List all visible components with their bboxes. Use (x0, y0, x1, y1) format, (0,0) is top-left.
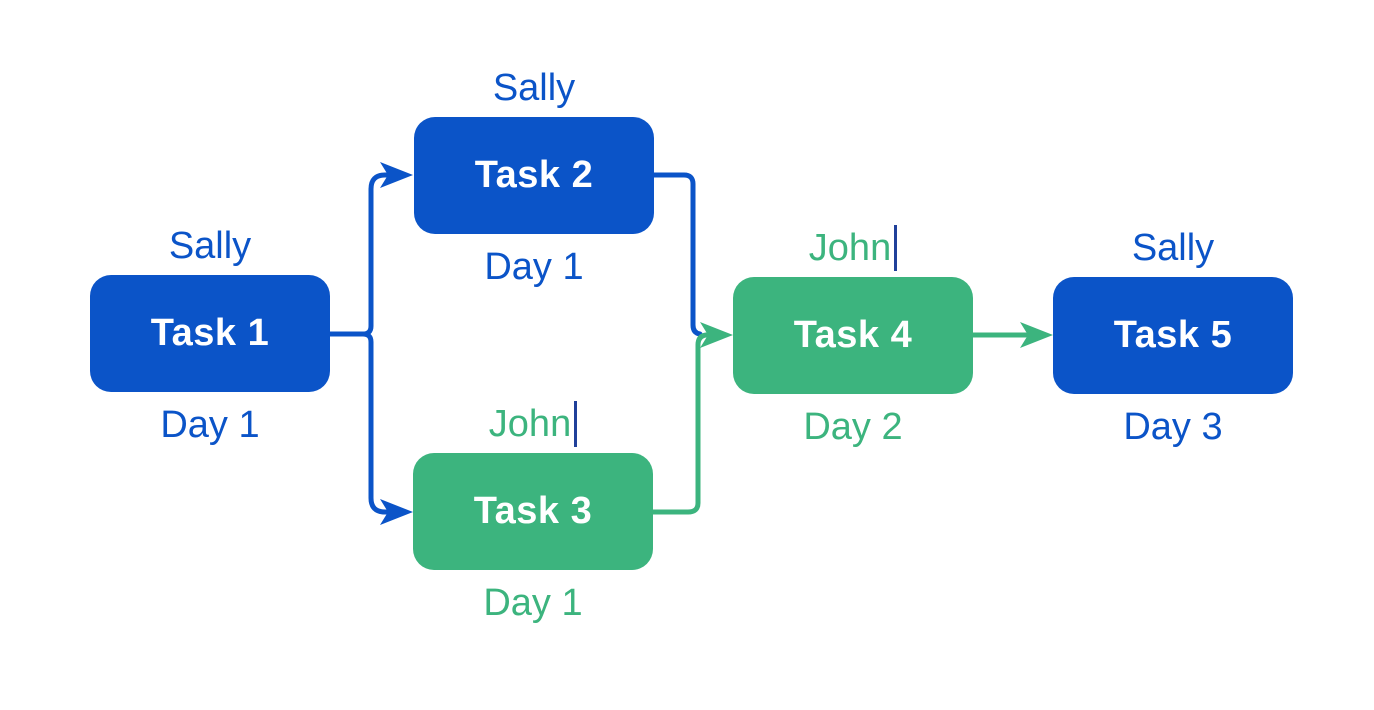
assignee-text: Sally (492, 66, 576, 109)
task2-duration-label[interactable]: Day 1 (374, 244, 694, 290)
assignee-text: John (488, 402, 572, 445)
task2-assignee-label[interactable]: Sally (374, 65, 694, 111)
arrowhead-task4 (700, 322, 733, 348)
task1-node: Sally Task 1 Day 1 (90, 225, 330, 446)
task4-box[interactable]: Task 4 (733, 277, 973, 394)
task4-node: John Task 4 Day 2 (733, 225, 973, 448)
task2-box[interactable]: Task 2 (414, 117, 654, 234)
task4-duration-label[interactable]: Day 2 (693, 404, 1013, 450)
task3-duration-label[interactable]: Day 1 (373, 580, 693, 626)
text-cursor-caret (894, 225, 898, 271)
duration-text: Day 2 (803, 405, 903, 448)
task1-duration-label[interactable]: Day 1 (50, 402, 370, 448)
duration-text: Day 1 (484, 245, 584, 288)
task5-duration-label[interactable]: Day 3 (1013, 404, 1333, 450)
task5-box[interactable]: Task 5 (1053, 277, 1293, 394)
task1-assignee-label[interactable]: Sally (50, 223, 370, 269)
arrowhead-task5 (1020, 322, 1053, 348)
task2-node: Sally Task 2 Day 1 (414, 67, 654, 288)
task-title: Task 5 (1113, 314, 1233, 356)
task3-assignee-label[interactable]: John (373, 401, 693, 447)
duration-text: Day 1 (160, 403, 260, 446)
arrowhead-task3 (380, 499, 413, 525)
edge-task2-task4[interactable] (651, 172, 703, 337)
assignee-text: Sally (1131, 226, 1215, 269)
task5-assignee-label[interactable]: Sally (1013, 225, 1333, 271)
edge-task1-task3[interactable] (327, 331, 392, 515)
arrowhead-task2 (380, 162, 413, 188)
text-cursor-caret (574, 401, 578, 447)
duration-text: Day 1 (483, 581, 583, 624)
task4-assignee-label[interactable]: John (693, 225, 1013, 271)
task1-box[interactable]: Task 1 (90, 275, 330, 392)
task-title: Task 4 (793, 314, 913, 356)
task-title: Task 3 (473, 490, 593, 532)
task-title: Task 2 (474, 154, 594, 196)
assignee-text: John (808, 226, 892, 269)
task-title: Task 1 (150, 312, 270, 354)
edge-task3-task4[interactable] (650, 332, 711, 515)
duration-text: Day 3 (1123, 405, 1223, 448)
task5-node: Sally Task 5 Day 3 (1053, 227, 1293, 448)
assignee-text: Sally (168, 224, 252, 267)
task3-node: John Task 3 Day 1 (413, 401, 653, 624)
task3-box[interactable]: Task 3 (413, 453, 653, 570)
